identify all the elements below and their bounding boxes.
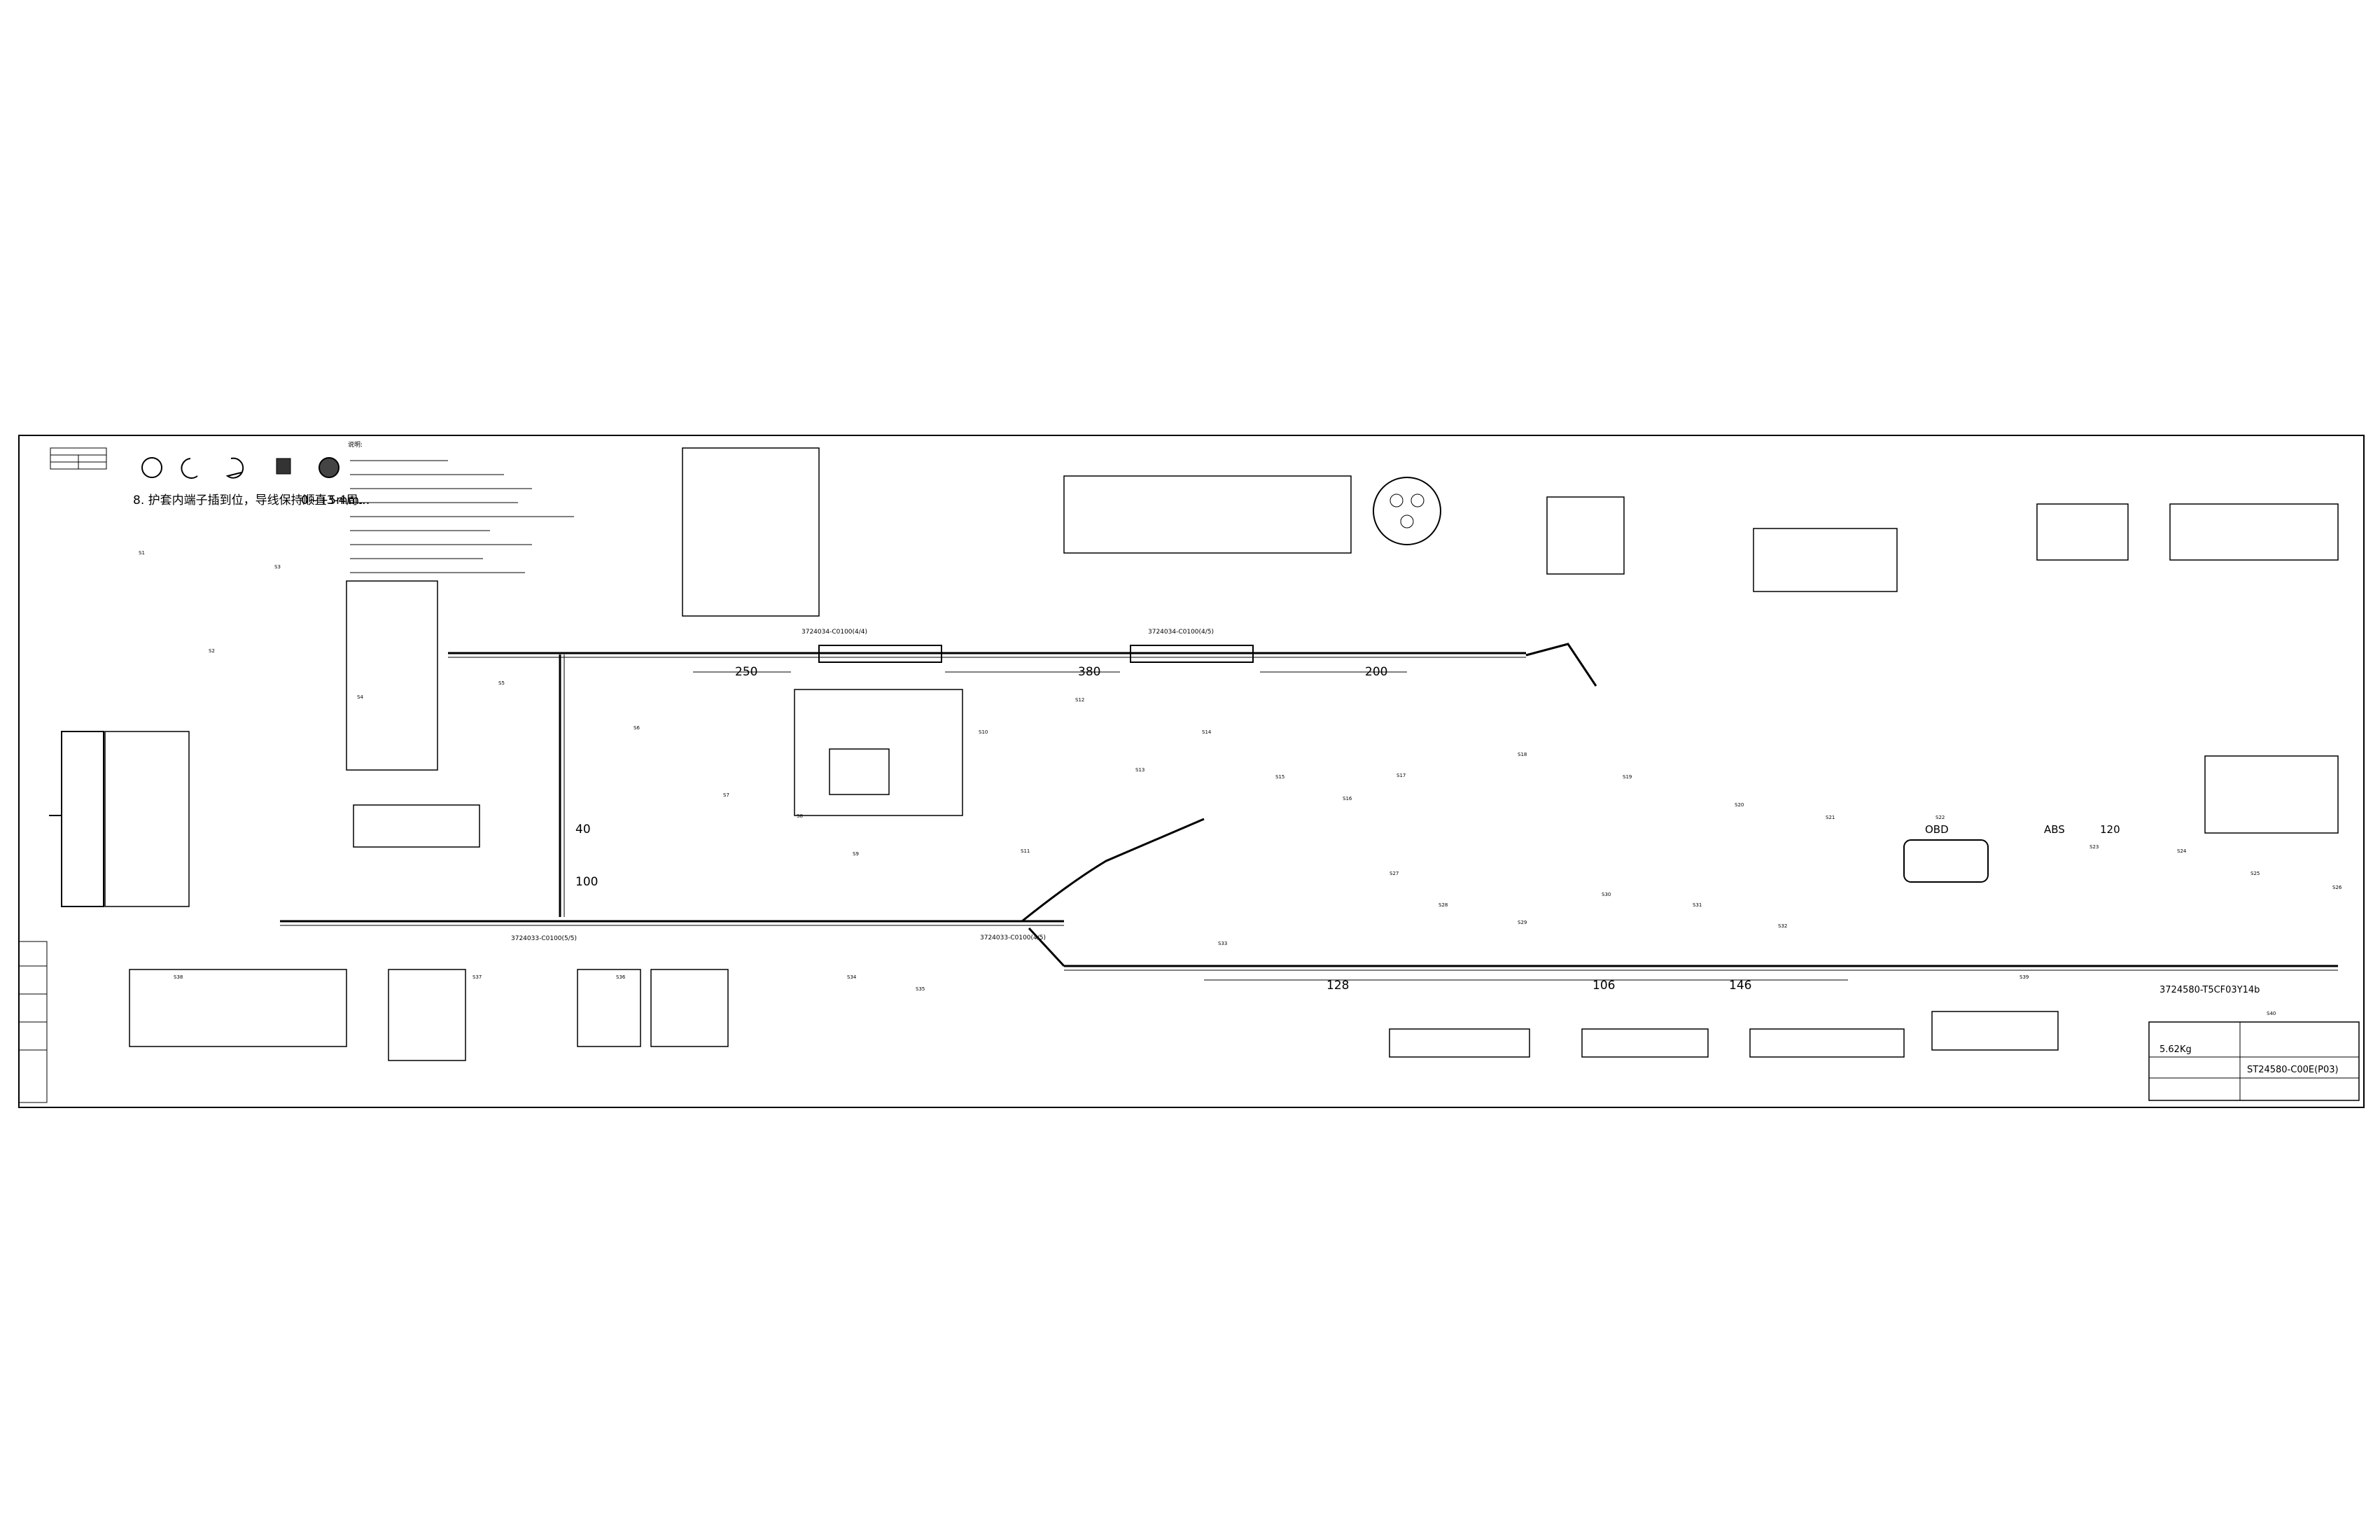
connector-label: S32 (1778, 923, 1787, 929)
legend-symbol-1 (141, 457, 162, 478)
connector-label: S9 (853, 851, 859, 857)
legend-symbol-3 (225, 457, 244, 479)
top-left-legend (50, 447, 340, 479)
connector-label: S28 (1438, 902, 1448, 908)
block-label-layer: S1S2S3S4S5S6S7S8S9S10S11S12S13S14S15S16S… (139, 550, 2342, 1016)
dim-106: 106 (1592, 979, 1615, 993)
connector-label: S27 (1390, 871, 1399, 876)
dim-250: 250 (735, 665, 757, 679)
dim-146: 146 (1729, 979, 1751, 993)
harness-part-label: 3724033-C0100(4/5) (980, 934, 1046, 941)
connector-label: S8 (797, 813, 803, 819)
drawing-number: ST24580-C00E(P03) (2247, 1065, 2339, 1075)
connector-label: S20 (1735, 802, 1744, 808)
connector-label: S23 (2090, 844, 2099, 850)
connector-label: S1 (139, 550, 145, 556)
main-note-tail: 0~+5mm. (301, 493, 363, 507)
connector-label: S21 (1826, 815, 1835, 820)
weight: 5.62Kg (2160, 1044, 2192, 1055)
connector-label: S25 (2250, 871, 2260, 876)
connector-label: S24 (2177, 848, 2187, 854)
connector-label: S17 (1396, 773, 1406, 778)
connector-label: S40 (2267, 1011, 2276, 1016)
main-note: 8. 护套内端子插到位，导线保持顺直3-4周… (133, 493, 370, 507)
legend-symbol-2 (181, 458, 198, 479)
dim-40: 40 (575, 822, 591, 836)
title-block: 3724580-T5CF03Y14b 5.62Kg ST24580-C00E(P… (2148, 985, 2360, 1101)
notes-heading: 说明: (348, 440, 363, 449)
connector-label: S5 (498, 680, 505, 686)
connector-label: S13 (1135, 767, 1144, 773)
connector-label: S3 (274, 564, 281, 570)
connector-label: S7 (723, 792, 729, 798)
lower-dimensions: 128 106 146 (1204, 979, 1848, 993)
connector-label: S36 (616, 974, 626, 980)
connector-label: S10 (979, 729, 988, 735)
connector-label: S29 (1518, 920, 1527, 925)
connector-label: S16 (1343, 796, 1352, 802)
connector-label: S38 (174, 974, 183, 980)
upper-trunk (448, 643, 1597, 687)
round-connector (1373, 477, 1441, 545)
dim-380: 380 (1078, 665, 1100, 679)
connector-label: S31 (1693, 902, 1702, 908)
connector-label: S2 (209, 648, 215, 654)
left-stub-table (18, 941, 48, 1103)
connector-label: S26 (2332, 885, 2342, 890)
abs-label: ABS (2044, 823, 2065, 836)
upper-dimensions: 250 380 200 (693, 665, 1407, 679)
sheet-border (18, 435, 2365, 1108)
connector-label: S33 (1218, 941, 1227, 946)
connector-blocks (49, 447, 2339, 1061)
dim-128: 128 (1326, 979, 1349, 993)
connector-label: S19 (1623, 774, 1632, 780)
part-number: 3724580-T5CF03Y14b (2160, 985, 2260, 995)
dim-100: 100 (575, 875, 598, 889)
harness-part-label: 3724034-C0100(4/5) (1148, 629, 1214, 636)
connector-label: S12 (1075, 697, 1084, 703)
connector-label: S35 (916, 986, 925, 992)
connector-label: S34 (847, 974, 857, 980)
legend-symbol-5 (318, 457, 340, 478)
lower-trunk (280, 818, 2338, 971)
connector-label: S11 (1021, 848, 1030, 854)
connector-label: S14 (1202, 729, 1212, 735)
legend-symbol-4 (276, 458, 291, 475)
connector-label: S18 (1518, 752, 1527, 757)
connector-label: S6 (634, 725, 640, 731)
connector-label: S30 (1602, 892, 1611, 897)
left-branch: 40 100 (559, 654, 598, 917)
obd-label: OBD (1925, 823, 1949, 836)
connector-label: S39 (2019, 974, 2029, 980)
connector-label: S22 (1935, 815, 1945, 820)
harness-part-label: 3724034-C0100(4/4) (802, 629, 867, 636)
dim-200: 200 (1365, 665, 1387, 679)
connector-label: S37 (472, 974, 482, 980)
notes-block: 说明: (348, 440, 574, 573)
obd-connector (1903, 839, 1989, 883)
resistor-120-label: 120 (2100, 823, 2120, 836)
connector-label: S15 (1275, 774, 1284, 780)
harness-part-label: 3724033-C0100(5/5) (511, 935, 577, 942)
connector-label: S4 (357, 694, 363, 700)
